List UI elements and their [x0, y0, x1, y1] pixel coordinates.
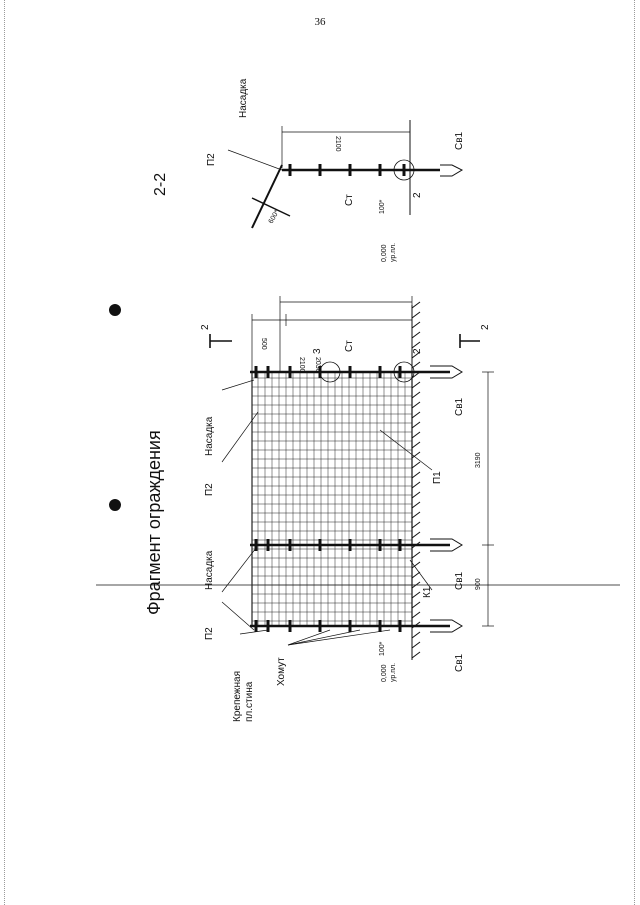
label-p1: П1 — [432, 471, 443, 484]
drawing-title: Фрагмент ограждения — [144, 430, 164, 615]
label-p2-lower: П2 — [204, 627, 215, 640]
sec-label-two: 2 — [412, 192, 423, 198]
label-homut: Хомут — [276, 657, 287, 686]
label-nasadka-lower: Насадка — [204, 550, 215, 590]
clamps — [254, 366, 402, 632]
right-page-edge — [634, 0, 635, 905]
label-three: 3 — [312, 348, 323, 354]
dim-2030: 2030 — [314, 357, 321, 373]
section-markers — [209, 334, 480, 348]
label-nasadka-upper: Насадка — [204, 416, 215, 456]
bullet-top — [109, 304, 121, 316]
label-sv1-c: Св1 — [454, 653, 465, 672]
sec-label-p2: П2 — [206, 153, 217, 166]
section-title: 2-2 — [152, 173, 169, 196]
posts — [250, 370, 450, 628]
sec-label-st: Ст — [344, 194, 355, 206]
detail-circle-2 — [393, 361, 415, 383]
dim-2100: 2100 — [298, 357, 305, 373]
label-krepezhnaya: Крепежная — [232, 671, 243, 722]
post-tips — [430, 365, 463, 633]
sec-label-level-100: 100* — [379, 199, 386, 214]
label-k1: К1 — [422, 586, 433, 598]
section-2-2 — [227, 120, 464, 229]
label-two: 2 — [412, 348, 423, 354]
leader-lines — [221, 379, 433, 646]
ground-line — [411, 301, 421, 660]
page-number: 36 — [314, 16, 326, 28]
sec-label-level: 0,000 — [381, 244, 388, 262]
mesh-panels — [251, 371, 413, 627]
left-page-edge — [4, 0, 5, 905]
label-st: Ст — [344, 340, 355, 352]
detail-circle-3 — [319, 361, 341, 383]
dimension-lines — [251, 296, 494, 627]
label-sv1-b: Св1 — [454, 571, 465, 590]
sec-label-level-sub: ур.пл. — [390, 243, 397, 262]
label-section-mark-right: 2 — [480, 324, 491, 330]
main-view — [96, 296, 620, 660]
label-level: 0,000 — [381, 664, 388, 682]
dim-900: 900 — [475, 578, 482, 590]
sec-dim-2100: 2100 — [334, 136, 341, 152]
label-p2-upper: П2 — [204, 483, 215, 496]
bullet-middle — [109, 499, 121, 511]
dim-500: 500 — [260, 338, 267, 350]
dim-3190: 3190 — [475, 452, 482, 468]
sec-label-sv1: Св1 — [454, 131, 465, 150]
label-section-mark-left: 2 — [200, 324, 211, 330]
label-level-100: 100* — [379, 641, 386, 656]
label-sv1-a: Св1 — [454, 397, 465, 416]
sec-label-nasadka: Насадка — [238, 78, 249, 118]
label-level-sub: ур.пл. — [390, 663, 397, 682]
label-plastina: пл.стина — [244, 681, 255, 722]
